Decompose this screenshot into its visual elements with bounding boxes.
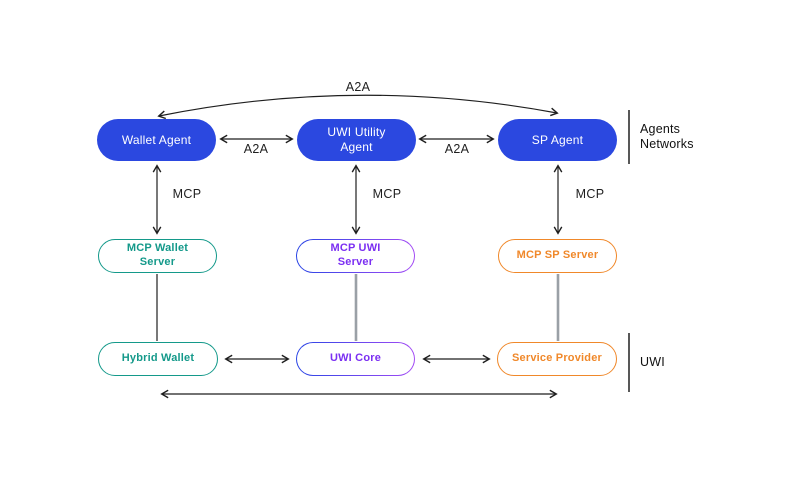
- node-hybrid-wallet: Hybrid Wallet: [98, 342, 218, 376]
- node-mcp-uwi-server: MCP UWI Server: [296, 239, 415, 273]
- label-a2a-top: A2A: [345, 80, 371, 94]
- node-uwi-utility-agent: UWI Utility Agent: [297, 119, 416, 161]
- label-mcp-wallet: MCP: [172, 187, 202, 201]
- node-uwi-core: UWI Core: [296, 342, 415, 376]
- node-mcp-wallet-server: MCP Wallet Server: [98, 239, 217, 273]
- node-sp-agent: SP Agent: [498, 119, 617, 161]
- node-service-provider: Service Provider: [497, 342, 617, 376]
- node-wallet-agent: Wallet Agent: [97, 119, 216, 161]
- label-a2a-right: A2A: [444, 142, 470, 156]
- label-uwi: UWI: [640, 355, 665, 369]
- label-mcp-uwi: MCP: [372, 187, 402, 201]
- node-mcp-sp-server: MCP SP Server: [498, 239, 617, 273]
- label-agents-networks: Agents Networks: [640, 122, 694, 151]
- label-mcp-sp: MCP: [575, 187, 605, 201]
- edge-a2a-arc-wallet-sp: [157, 94, 559, 120]
- label-a2a-left: A2A: [243, 142, 269, 156]
